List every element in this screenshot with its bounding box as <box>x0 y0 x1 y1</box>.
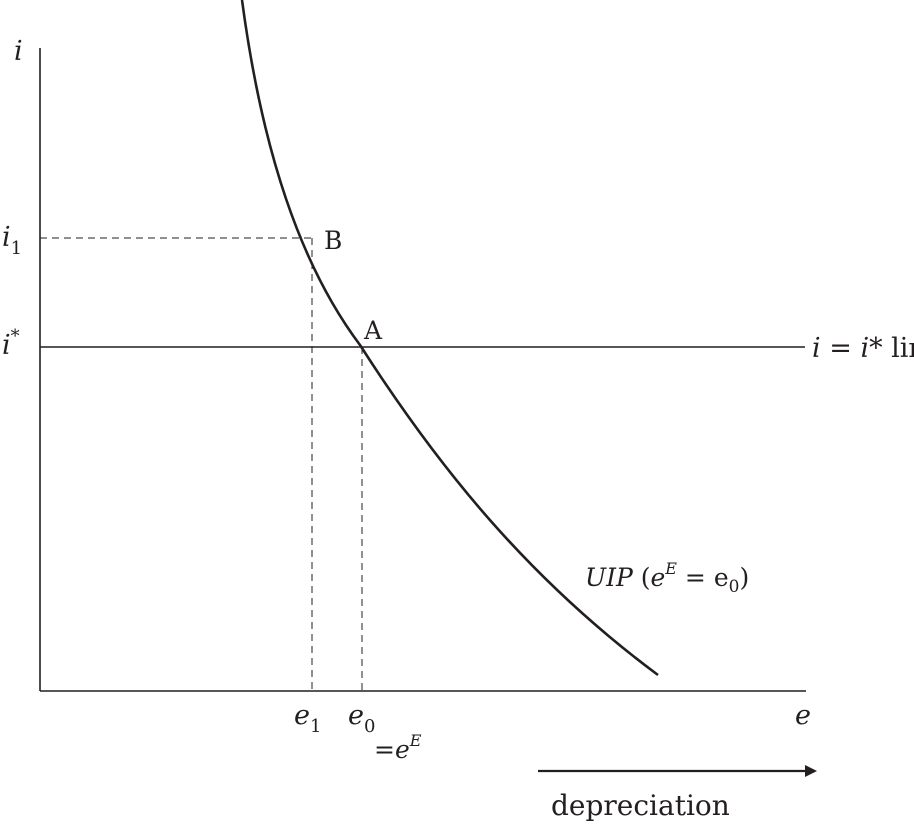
y-tick-istar: i* <box>2 326 20 361</box>
x-tick-e0: e0 <box>348 700 375 737</box>
uip-curve-label: UIP (eE = e0) <box>585 559 749 597</box>
y-axis-label: i <box>14 36 23 67</box>
point-b-label: B <box>324 226 342 255</box>
depreciation-label: depreciation <box>551 789 730 822</box>
y-tick-i1: i1 <box>2 222 22 259</box>
x-tick-e0-note: =eE <box>374 731 422 764</box>
uip-curve <box>240 0 659 677</box>
point-a-label: A <box>363 316 383 345</box>
x-axis-label: e <box>795 700 811 731</box>
x-tick-e1: e1 <box>294 700 321 737</box>
world-interest-line-label: i = i* line <box>812 333 914 364</box>
